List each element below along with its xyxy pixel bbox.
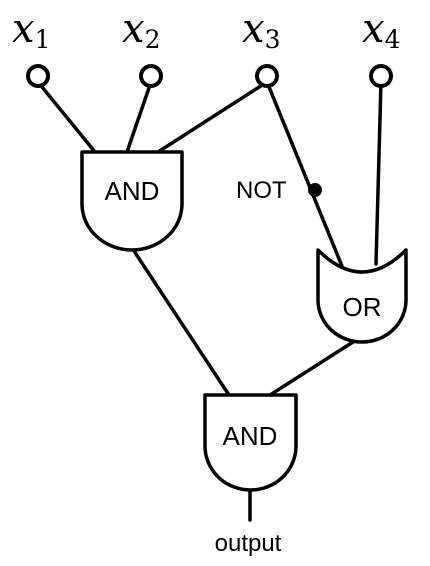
wire-x3-and-top [156,80,269,154]
input-label-x4: x4 [362,6,400,54]
and-gate-top-label: AND [105,176,160,206]
output-label: output [215,530,282,557]
and-gate-bottom-label: AND [223,421,278,451]
and-gate-bottom [203,393,298,492]
or-gate-label: OR [343,292,382,322]
wire-x3-not-or [265,80,348,278]
input-label-x2: x2 [122,6,160,54]
or-gate [316,248,408,344]
input-terminal-x2 [139,64,163,88]
input-terminal-x4 [369,64,393,88]
input-terminal-x3 [255,64,279,88]
input-label-x1: x1 [12,6,50,54]
not-marker-dot [308,183,322,197]
wire-and-top-and-bottom [130,246,231,397]
not-label: NOT [236,177,287,204]
wire-or-and-bottom [268,340,355,397]
and-gate-top [80,150,184,252]
input-label-x3: x3 [242,6,280,54]
wire-x4-or [374,80,383,266]
wire-x1-and-top [36,80,97,154]
wire-x2-and-top [125,80,153,154]
input-terminal-x1 [26,64,50,88]
